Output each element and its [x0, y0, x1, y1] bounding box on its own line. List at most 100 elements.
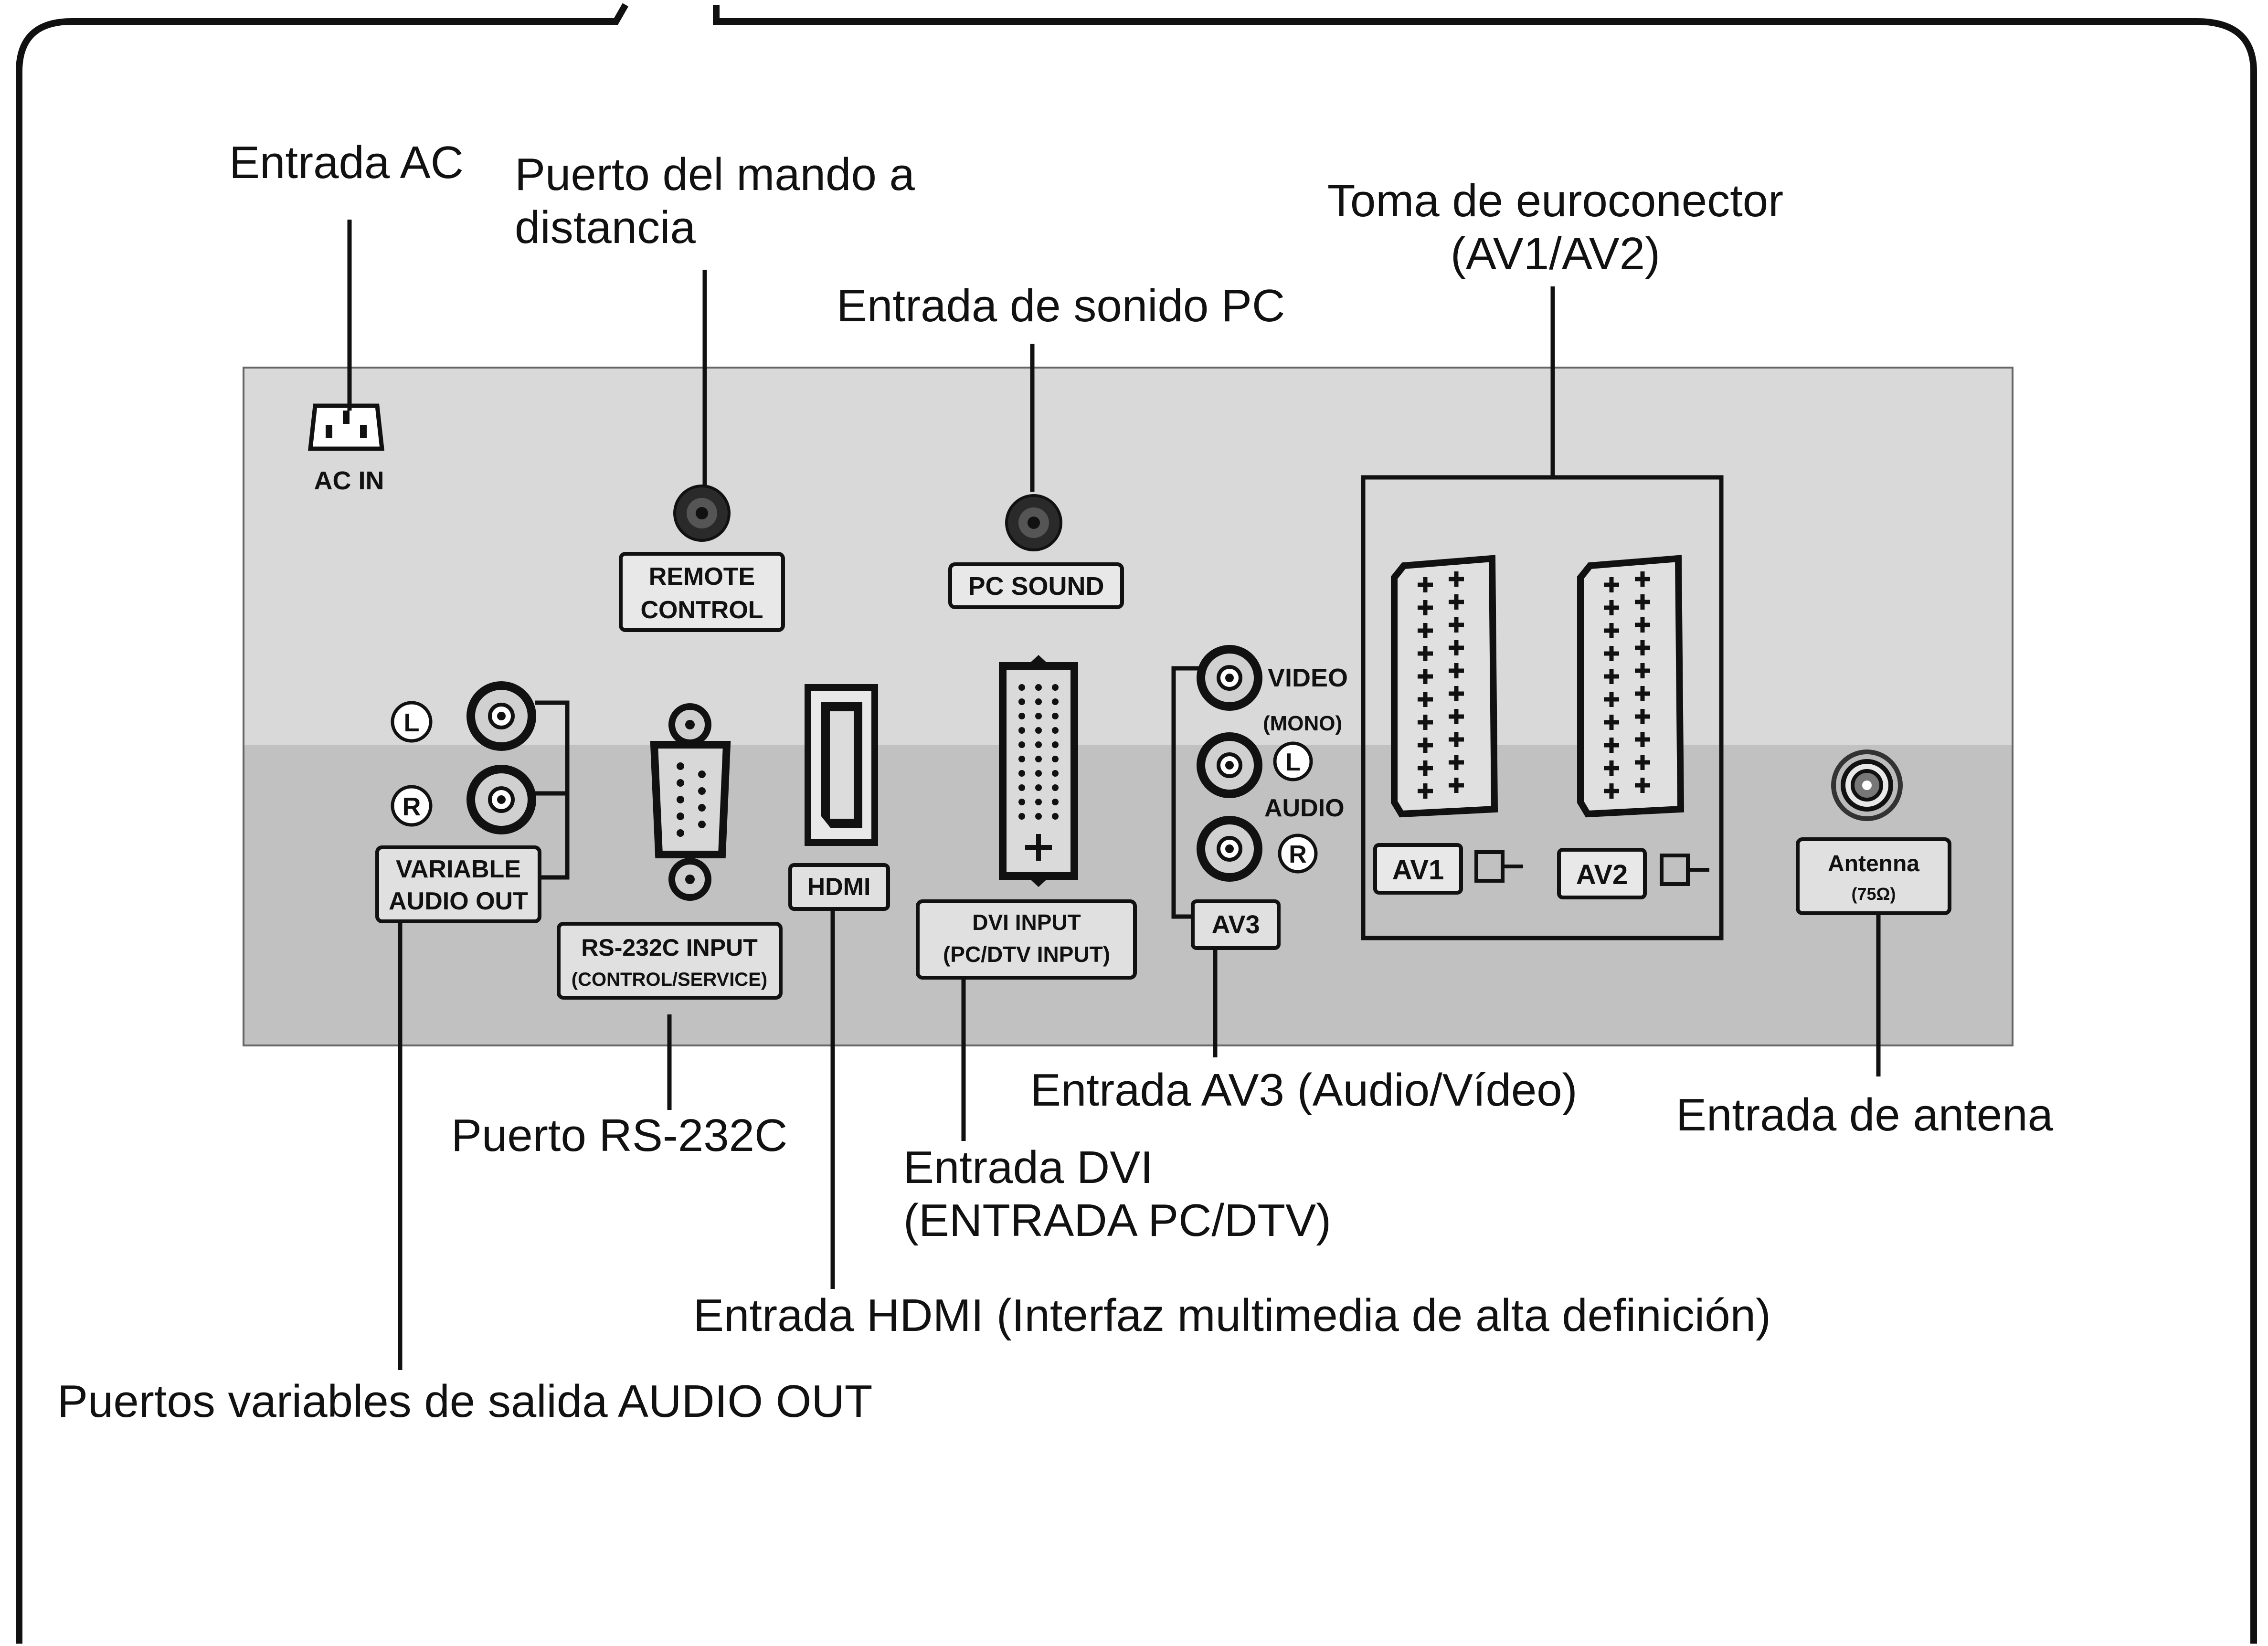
connector-pin: [1604, 646, 1619, 661]
connector-pin: [1418, 760, 1433, 776]
audio-r-label: R: [1289, 841, 1307, 868]
rs232-label-box: [557, 922, 783, 1000]
audio-l-label: L: [1285, 749, 1301, 776]
connector-pin: [1604, 715, 1619, 730]
connector-pin: [1035, 784, 1042, 791]
connector-pin: [1449, 594, 1464, 610]
audio-r-badge: [1278, 834, 1318, 874]
av3-bracket: [1171, 666, 1203, 919]
connector-pin: [1052, 698, 1059, 705]
connector-pin: [1025, 834, 1052, 861]
connector-pin: [1052, 813, 1059, 820]
callout-pc-sound-in: Entrada de sonido PC: [837, 280, 1285, 331]
scart-socket-icon: [1577, 555, 1685, 818]
dvi-label-box: [916, 899, 1137, 980]
callout-dvi-in: Entrada DVI (ENTRADA PC/DTV): [903, 1142, 1332, 1246]
rca-jack-icon: [1197, 732, 1262, 798]
connector-pin: [1449, 755, 1464, 770]
audio-l-badge: [1273, 741, 1313, 781]
connector-pin: [1052, 756, 1059, 762]
connector-pin: [1035, 741, 1042, 748]
connector-pin: [1635, 778, 1650, 793]
minijack-icon: [1005, 494, 1062, 551]
connector-pin: [1018, 784, 1025, 791]
remote-control-label-1: REMOTE: [649, 563, 755, 591]
callout-remote-port: Puerto del mando a distancia: [515, 149, 915, 253]
connector-pin: [1449, 686, 1464, 701]
connector-pin: [1604, 738, 1619, 753]
connector-pin: [1449, 640, 1464, 655]
pc-sound-label-box: [948, 562, 1124, 609]
connector-pin: [1418, 577, 1433, 592]
var-r-badge: [391, 785, 433, 827]
connector-pin: [1604, 692, 1619, 707]
coax-antenna-icon: [1831, 749, 1903, 821]
rca-jack-icon: [1197, 645, 1262, 711]
connector-pin: [1635, 755, 1650, 770]
connector-pin: [1052, 784, 1059, 791]
rca-jack-icon: [1197, 816, 1262, 882]
antenna-label-2: (75Ω): [1852, 884, 1896, 904]
connector-pin: [1449, 617, 1464, 633]
pc-sound-label: PC SOUND: [968, 572, 1104, 601]
connector-pin: [1604, 623, 1619, 638]
connector-pin: [1604, 600, 1619, 615]
hdmi-label-box: [788, 863, 890, 911]
connector-pin: [1604, 577, 1619, 592]
connector-pin: [1018, 756, 1025, 762]
var-out-bracket: [535, 700, 570, 880]
rs232-label-2: (CONTROL/SERVICE): [572, 969, 767, 990]
av2-label: AV2: [1576, 859, 1628, 890]
remote-control-label-2: CONTROL: [640, 596, 763, 624]
callout-euro-socket: Toma de euroconector (AV1/AV2): [1327, 175, 1784, 280]
connector-pin: [1418, 600, 1433, 615]
dvi-label-1: DVI INPUT: [972, 910, 1081, 935]
connector-pin: [1052, 727, 1059, 734]
var-r-label: R: [403, 792, 421, 821]
variable-label-1: VARIABLE: [396, 855, 521, 883]
remote-control-label-box: [619, 552, 785, 632]
connector-pin: [1418, 738, 1433, 753]
connector-pin: [677, 779, 684, 787]
connector-pin: [1018, 713, 1025, 719]
connector-pin: [1418, 783, 1433, 799]
var-l-badge: [391, 701, 433, 743]
outer-frame: [16, 3, 2257, 1644]
connector-pin: [1418, 623, 1433, 638]
connector-pin: [1418, 692, 1433, 707]
connector-pin: [677, 762, 684, 770]
panel-border: [243, 367, 2014, 1046]
connector-pin: [677, 812, 684, 820]
mono-label: (MONO): [1263, 712, 1342, 735]
connector-pin: [1635, 594, 1650, 610]
connector-pin: [1035, 684, 1042, 691]
rs232-label-1: RS-232C INPUT: [581, 934, 758, 961]
db9-connector-icon: [650, 703, 731, 901]
connector-pin: [1035, 698, 1042, 705]
variable-label-box: [375, 845, 541, 923]
connector-pin: [1052, 741, 1059, 748]
av1-label: AV1: [1392, 855, 1444, 886]
connector-pin: [698, 821, 706, 828]
connector-pin: [1052, 684, 1059, 691]
connector-pin: [1018, 799, 1025, 805]
callout-av3-in: Entrada AV3 (Audio/Vídeo): [1030, 1065, 1578, 1116]
callout-audio-out: Puertos variables de salida AUDIO OUT: [57, 1376, 873, 1427]
audio-label: AUDIO: [1264, 794, 1345, 822]
connector-pin: [1035, 799, 1042, 805]
connector-pin: [1635, 732, 1650, 747]
av2-label-box: [1557, 848, 1647, 899]
rca-jack-icon: [466, 765, 536, 834]
connector-pin: [698, 804, 706, 812]
connector-pin: [698, 787, 706, 795]
connector-pin: [1035, 756, 1042, 762]
ac-in-label: AC IN: [314, 466, 384, 495]
connector-pin: [1018, 698, 1025, 705]
connector-pin: [1635, 571, 1650, 587]
connector-pin: [1418, 715, 1433, 730]
connector-pin: [1635, 640, 1650, 655]
scart-socket-icon: [1391, 555, 1498, 818]
antenna-label-1: Antenna: [1828, 851, 1919, 876]
